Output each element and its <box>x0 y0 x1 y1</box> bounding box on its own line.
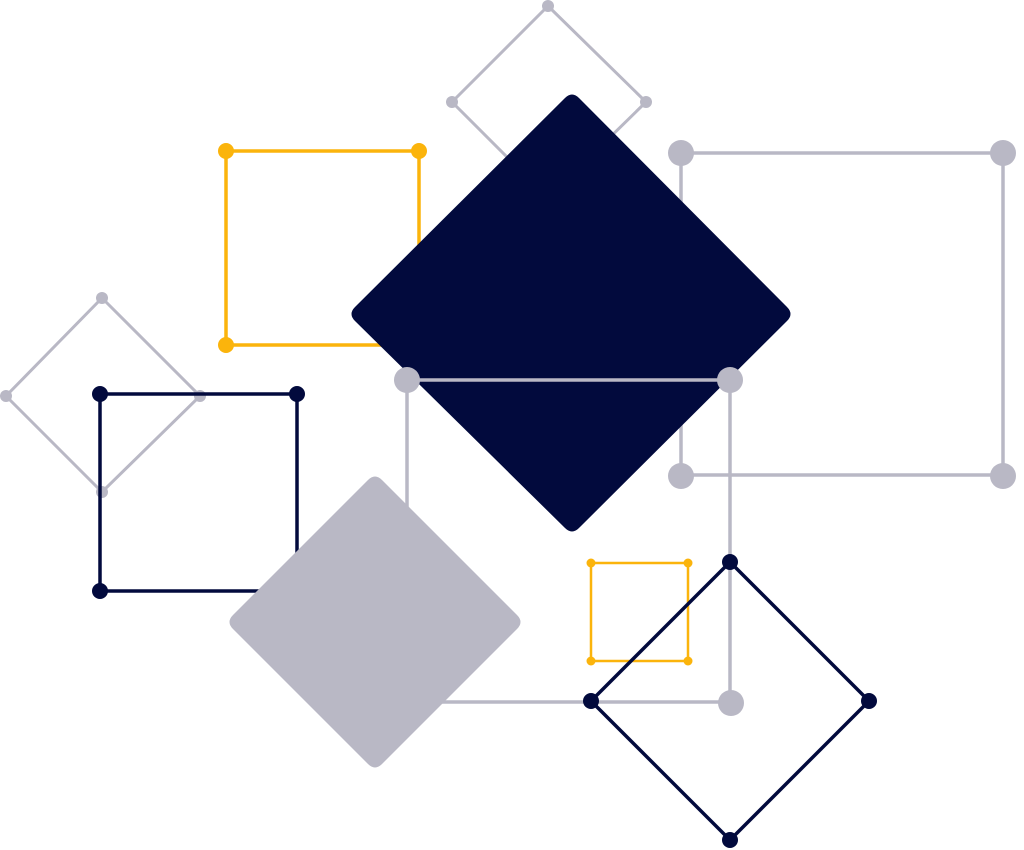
vertex-dot <box>583 693 599 709</box>
vertex-dot <box>717 367 743 393</box>
vertex-dot <box>683 558 693 568</box>
vertex-dot <box>218 337 234 353</box>
vertex-dot <box>722 832 738 848</box>
vertex-dot <box>990 463 1016 489</box>
vertex-dot <box>92 583 108 599</box>
yellow-outline-square-small <box>586 558 693 666</box>
gray-filled-diamond <box>229 476 521 768</box>
vertex-dot <box>96 292 108 304</box>
vertex-dot <box>194 390 206 402</box>
vertex-dot <box>586 656 596 666</box>
vertex-dot <box>289 386 305 402</box>
vertex-dot <box>640 96 652 108</box>
vertex-dot <box>586 558 596 568</box>
vertex-dot <box>218 143 234 159</box>
vertex-dot <box>92 386 108 402</box>
vertex-dot <box>722 554 738 570</box>
gray-outline-diamond-left <box>0 292 206 498</box>
vertex-dot <box>411 143 427 159</box>
vertex-dot <box>0 390 12 402</box>
vertex-dot <box>668 140 694 166</box>
vertex-dot <box>990 140 1016 166</box>
navy-outline-diamond <box>583 554 877 848</box>
vertex-dot <box>718 690 744 716</box>
vertex-dot <box>683 656 693 666</box>
navy-filled-diamond <box>351 94 791 532</box>
vertex-dot <box>668 463 694 489</box>
vertex-dot <box>394 367 420 393</box>
vertex-dot <box>861 693 877 709</box>
vertex-dot <box>542 0 554 12</box>
vertex-dot <box>96 486 108 498</box>
navy-outline-square <box>92 386 305 599</box>
vertex-dot <box>446 96 458 108</box>
